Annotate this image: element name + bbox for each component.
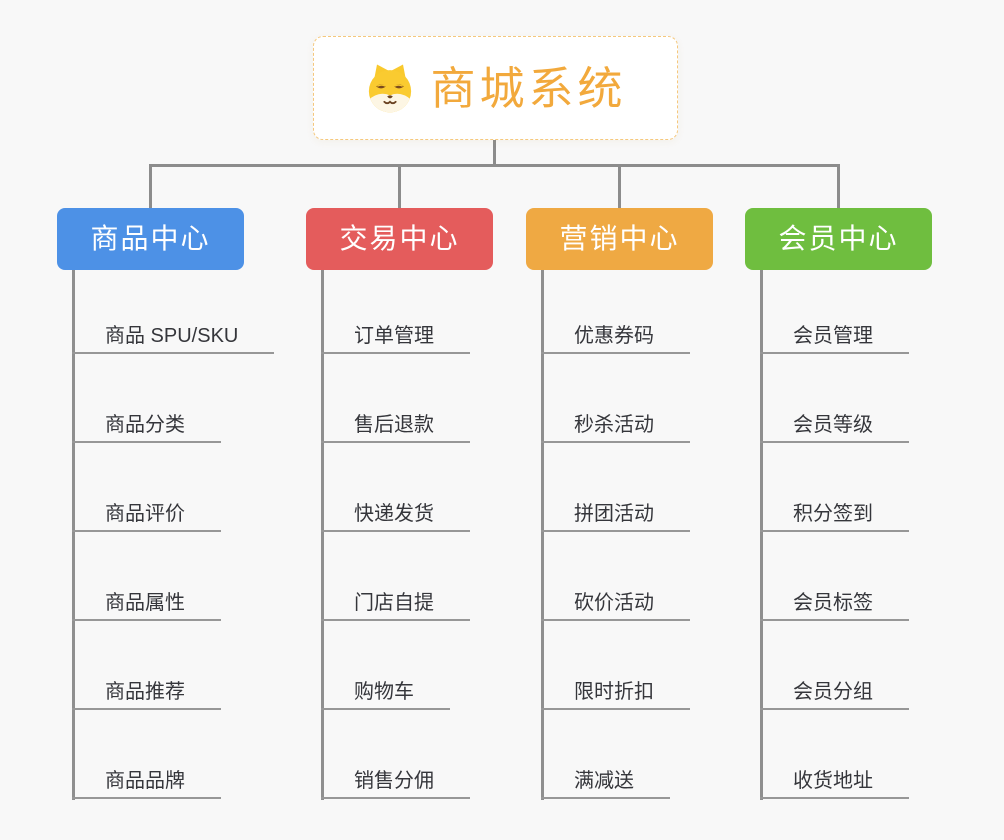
leaf-node[interactable]: 商品 SPU/SKU bbox=[72, 270, 275, 354]
root-node[interactable]: 商城系统 bbox=[313, 36, 678, 140]
leaf-label: 商品评价 bbox=[105, 503, 185, 525]
branch-leaves: 订单管理 售后退款 快递发货 门店自提 购物车 销售分佣 bbox=[321, 270, 470, 799]
branch-spine-line bbox=[72, 270, 75, 800]
leaf-label: 优惠券码 bbox=[574, 325, 654, 347]
branch-spine-line bbox=[541, 270, 544, 800]
leaf-node[interactable]: 满减送 bbox=[541, 710, 670, 799]
leaf-label: 拼团活动 bbox=[574, 503, 654, 525]
branch-spine-line bbox=[760, 270, 763, 800]
leaf-label: 商品品牌 bbox=[105, 770, 185, 792]
leaf-node[interactable]: 售后退款 bbox=[321, 354, 470, 443]
leaf-label: 积分签到 bbox=[793, 503, 873, 525]
leaf-label: 购物车 bbox=[354, 681, 414, 703]
leaf-label: 快递发货 bbox=[354, 503, 434, 525]
leaf-label: 砍价活动 bbox=[574, 592, 654, 614]
leaf-node[interactable]: 销售分佣 bbox=[321, 710, 470, 799]
root-node-label: 商城系统 bbox=[430, 62, 627, 114]
leaf-label: 商品分类 bbox=[105, 414, 185, 436]
connector-drop-marketing bbox=[618, 164, 621, 210]
leaf-label: 订单管理 bbox=[354, 325, 434, 347]
leaf-label: 商品推荐 bbox=[105, 681, 185, 703]
branch-header-trade-center[interactable]: 交易中心 bbox=[306, 208, 493, 270]
leaf-node[interactable]: 购物车 bbox=[321, 621, 450, 710]
leaf-node[interactable]: 砍价活动 bbox=[541, 532, 690, 621]
leaf-node[interactable]: 会员标签 bbox=[760, 532, 909, 621]
leaf-label: 会员管理 bbox=[793, 325, 873, 347]
branch-leaves: 会员管理 会员等级 积分签到 会员标签 会员分组 收货地址 bbox=[760, 270, 909, 799]
branch-header-marketing-center[interactable]: 营销中心 bbox=[526, 208, 713, 270]
leaf-label: 会员等级 bbox=[793, 414, 873, 436]
leaf-label: 销售分佣 bbox=[354, 770, 434, 792]
leaf-node[interactable]: 秒杀活动 bbox=[541, 354, 690, 443]
leaf-node[interactable]: 拼团活动 bbox=[541, 443, 690, 532]
branch-header-member-center[interactable]: 会员中心 bbox=[745, 208, 932, 270]
leaf-label: 商品属性 bbox=[105, 592, 185, 614]
leaf-label: 收货地址 bbox=[793, 770, 873, 792]
leaf-label: 门店自提 bbox=[354, 592, 434, 614]
leaf-node[interactable]: 商品属性 bbox=[72, 532, 221, 621]
leaf-node[interactable]: 会员管理 bbox=[760, 270, 909, 354]
branch-leaves: 优惠券码 秒杀活动 拼团活动 砍价活动 限时折扣 满减送 bbox=[541, 270, 690, 799]
leaf-node[interactable]: 门店自提 bbox=[321, 532, 470, 621]
leaf-node[interactable]: 收货地址 bbox=[760, 710, 909, 799]
shiba-dog-icon bbox=[364, 62, 416, 114]
leaf-node[interactable]: 商品推荐 bbox=[72, 621, 221, 710]
leaf-node[interactable]: 订单管理 bbox=[321, 270, 470, 354]
leaf-node[interactable]: 商品品牌 bbox=[72, 710, 221, 799]
connector-rail bbox=[149, 164, 840, 167]
leaf-node[interactable]: 商品分类 bbox=[72, 354, 221, 443]
leaf-label: 商品 SPU/SKU bbox=[105, 325, 239, 347]
leaf-label: 售后退款 bbox=[354, 414, 434, 436]
branch-leaves: 商品 SPU/SKU 商品分类 商品评价 商品属性 商品推荐 商品品牌 bbox=[72, 270, 275, 799]
leaf-label: 会员分组 bbox=[793, 681, 873, 703]
connector-drop-member bbox=[837, 164, 840, 210]
leaf-node[interactable]: 会员等级 bbox=[760, 354, 909, 443]
leaf-node[interactable]: 快递发货 bbox=[321, 443, 470, 532]
branch-spine-line bbox=[321, 270, 324, 800]
leaf-label: 会员标签 bbox=[793, 592, 873, 614]
connector-drop-trade bbox=[398, 164, 401, 210]
leaf-node[interactable]: 积分签到 bbox=[760, 443, 909, 532]
leaf-label: 满减送 bbox=[574, 770, 634, 792]
branch-header-product-center[interactable]: 商品中心 bbox=[57, 208, 244, 270]
leaf-node[interactable]: 会员分组 bbox=[760, 621, 909, 710]
leaf-label: 限时折扣 bbox=[574, 681, 654, 703]
leaf-node[interactable]: 优惠券码 bbox=[541, 270, 690, 354]
connector-root-stub bbox=[493, 140, 496, 167]
leaf-node[interactable]: 商品评价 bbox=[72, 443, 221, 532]
leaf-node[interactable]: 限时折扣 bbox=[541, 621, 690, 710]
connector-drop-product bbox=[149, 164, 152, 210]
leaf-label: 秒杀活动 bbox=[574, 414, 654, 436]
